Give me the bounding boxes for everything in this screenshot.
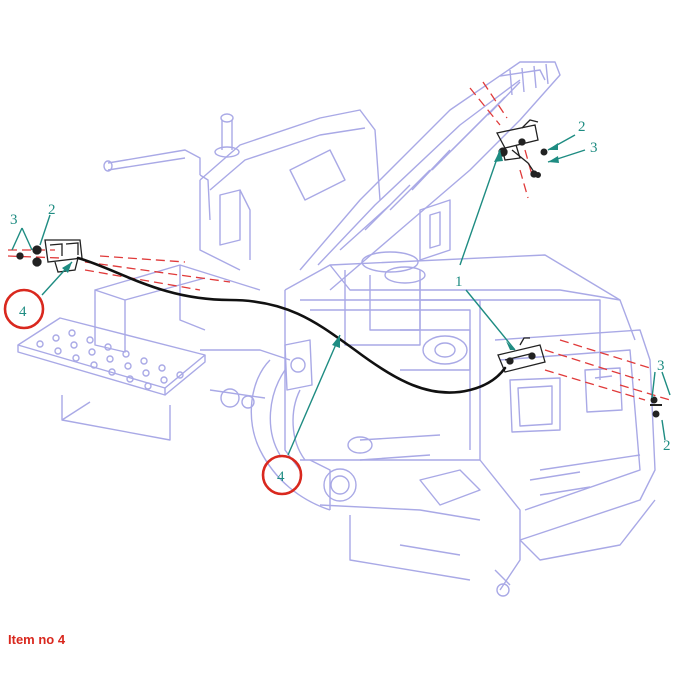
- lower-chassis: [200, 349, 481, 581]
- callout-3-right: 3: [657, 358, 665, 374]
- open-hood: [299, 61, 561, 291]
- callout-3-top: 3: [590, 140, 598, 156]
- engine-box: [284, 199, 636, 471]
- cable-bracket-left: [16, 239, 83, 273]
- callout-4-bottom: 4: [277, 469, 285, 485]
- item-caption: Item no 4: [8, 632, 66, 647]
- callout-3-left: 3: [10, 212, 18, 228]
- step-plate: [17, 317, 206, 441]
- leader-lines: [11, 134, 671, 456]
- leader-arrowheads: [62, 143, 559, 350]
- highlight-circle-bottom: [261, 454, 303, 496]
- fasteners-right: [650, 396, 662, 418]
- front-grille: [479, 329, 656, 597]
- callout-2-left: 2: [48, 202, 56, 218]
- hood-latch-right: [497, 337, 546, 373]
- steering-post: [214, 113, 240, 158]
- hand-lever: [103, 149, 211, 221]
- callout-2-right: 2: [663, 438, 671, 454]
- highlight-circle-left: [3, 288, 45, 330]
- hood-release-cable: [76, 256, 507, 394]
- dash-panel: [289, 149, 346, 201]
- fasteners-top: [535, 148, 548, 178]
- callout-2-top: 2: [578, 119, 586, 135]
- guide-lines: [7, 81, 671, 401]
- callout-1-top: 1: [455, 274, 463, 290]
- hood-latch-top: [496, 119, 539, 178]
- callout-4-left: 4: [19, 304, 27, 320]
- step-plate-holes: [36, 329, 184, 390]
- tractor-body-outline: [17, 61, 656, 597]
